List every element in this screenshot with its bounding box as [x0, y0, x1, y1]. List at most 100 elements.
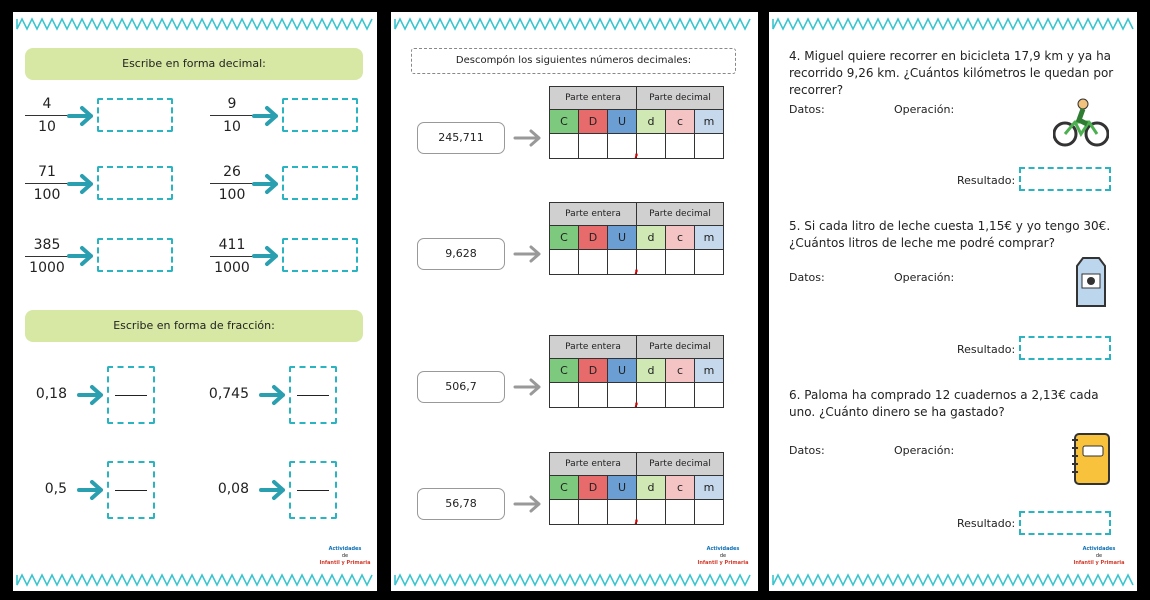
digit-cell[interactable]: , [607, 382, 639, 409]
zigzag-border-bottom [16, 573, 373, 587]
answer-box[interactable] [97, 98, 173, 132]
column-header: c [665, 358, 695, 383]
teal-arrow-icon [259, 385, 285, 405]
result-box[interactable] [1019, 167, 1111, 191]
operacion-label: Operación: [894, 271, 955, 284]
column-header: C [549, 475, 579, 500]
column-header: m [694, 358, 724, 383]
number-box: 56,78 [417, 488, 505, 520]
digit-cell[interactable] [636, 499, 666, 525]
zigzag-border-top [772, 17, 1134, 31]
cyclist-icon [1053, 98, 1109, 147]
column-header: d [636, 358, 666, 383]
fraction-answer-box[interactable] [289, 461, 337, 519]
teal-arrow-icon [77, 480, 103, 500]
fraction-answer-box[interactable] [107, 366, 155, 424]
column-header: D [578, 475, 608, 500]
teal-arrow-icon [67, 246, 93, 266]
decimal-value: 0,08 [217, 481, 249, 497]
digit-cell[interactable] [549, 249, 579, 275]
column-header: c [665, 109, 695, 134]
header-parte-entera: Parte entera [549, 452, 637, 476]
datos-label: Datos: [789, 271, 825, 284]
digit-cell[interactable] [578, 249, 608, 275]
digit-cell[interactable] [665, 249, 695, 275]
header-parte-entera: Parte entera [549, 335, 637, 359]
instruction-title: Descompón los siguientes números decimal… [411, 48, 736, 74]
result-box[interactable] [1019, 511, 1111, 535]
digit-cell[interactable] [694, 382, 724, 408]
column-header: C [549, 109, 579, 134]
header-parte-entera: Parte entera [549, 86, 637, 110]
column-header: D [578, 225, 608, 250]
digit-cell[interactable] [665, 499, 695, 525]
answer-box[interactable] [97, 166, 173, 200]
header-parte-decimal: Parte decimal [636, 452, 724, 476]
teal-arrow-icon [252, 174, 278, 194]
digit-cell[interactable] [549, 133, 579, 159]
resultado-label: Resultado: [957, 343, 1016, 356]
column-header: m [694, 475, 724, 500]
digit-cell[interactable] [636, 133, 666, 159]
notebook-icon [1072, 433, 1110, 485]
gray-arrow-icon [513, 129, 541, 147]
column-header: d [636, 475, 666, 500]
result-box[interactable] [1019, 336, 1111, 360]
number-box: 506,7 [417, 371, 505, 403]
digit-cell[interactable]: , [607, 133, 639, 160]
digit-cell[interactable]: , [607, 249, 639, 276]
problem-5-text: 5. Si cada litro de leche cuesta 1,15€ y… [789, 219, 1111, 250]
column-header: D [578, 109, 608, 134]
zigzag-border-top [16, 17, 373, 31]
resultado-label: Resultado: [957, 174, 1016, 187]
teal-arrow-icon [67, 174, 93, 194]
digit-cell[interactable] [665, 133, 695, 159]
problem-4-text: 4. Miguel quiere recorrer en bicicleta 1… [789, 49, 1114, 97]
decimal-value: 0,18 [35, 386, 67, 402]
column-header: U [607, 358, 637, 383]
digit-cell[interactable] [665, 382, 695, 408]
column-header: c [665, 225, 695, 250]
fraction-answer-box[interactable] [107, 461, 155, 519]
column-header: U [607, 109, 637, 134]
column-header: C [549, 225, 579, 250]
teal-arrow-icon [252, 106, 278, 126]
decimal-value: 0,745 [208, 386, 249, 402]
digit-cell[interactable] [636, 249, 666, 275]
digit-cell[interactable] [694, 133, 724, 159]
column-header: d [636, 225, 666, 250]
digit-cell[interactable] [578, 133, 608, 159]
header-parte-entera: Parte entera [549, 202, 637, 226]
digit-cell[interactable] [549, 382, 579, 408]
column-header: U [607, 475, 637, 500]
digit-cell[interactable] [549, 499, 579, 525]
digit-cell[interactable] [694, 249, 724, 275]
digit-cell[interactable] [578, 382, 608, 408]
number-box: 245,711 [417, 122, 505, 154]
digit-cell[interactable] [694, 499, 724, 525]
fraction-answer-box[interactable] [289, 366, 337, 424]
answer-box[interactable] [282, 98, 358, 132]
answer-box[interactable] [282, 166, 358, 200]
datos-label: Datos: [789, 444, 825, 457]
column-header: C [549, 358, 579, 383]
digit-cell[interactable] [578, 499, 608, 525]
column-header: U [607, 225, 637, 250]
answer-box[interactable] [97, 238, 173, 272]
digit-cell[interactable]: , [607, 499, 639, 526]
answer-box[interactable] [282, 238, 358, 272]
column-header: d [636, 109, 666, 134]
header-parte-decimal: Parte decimal [636, 335, 724, 359]
digit-cell[interactable] [636, 382, 666, 408]
column-header: D [578, 358, 608, 383]
